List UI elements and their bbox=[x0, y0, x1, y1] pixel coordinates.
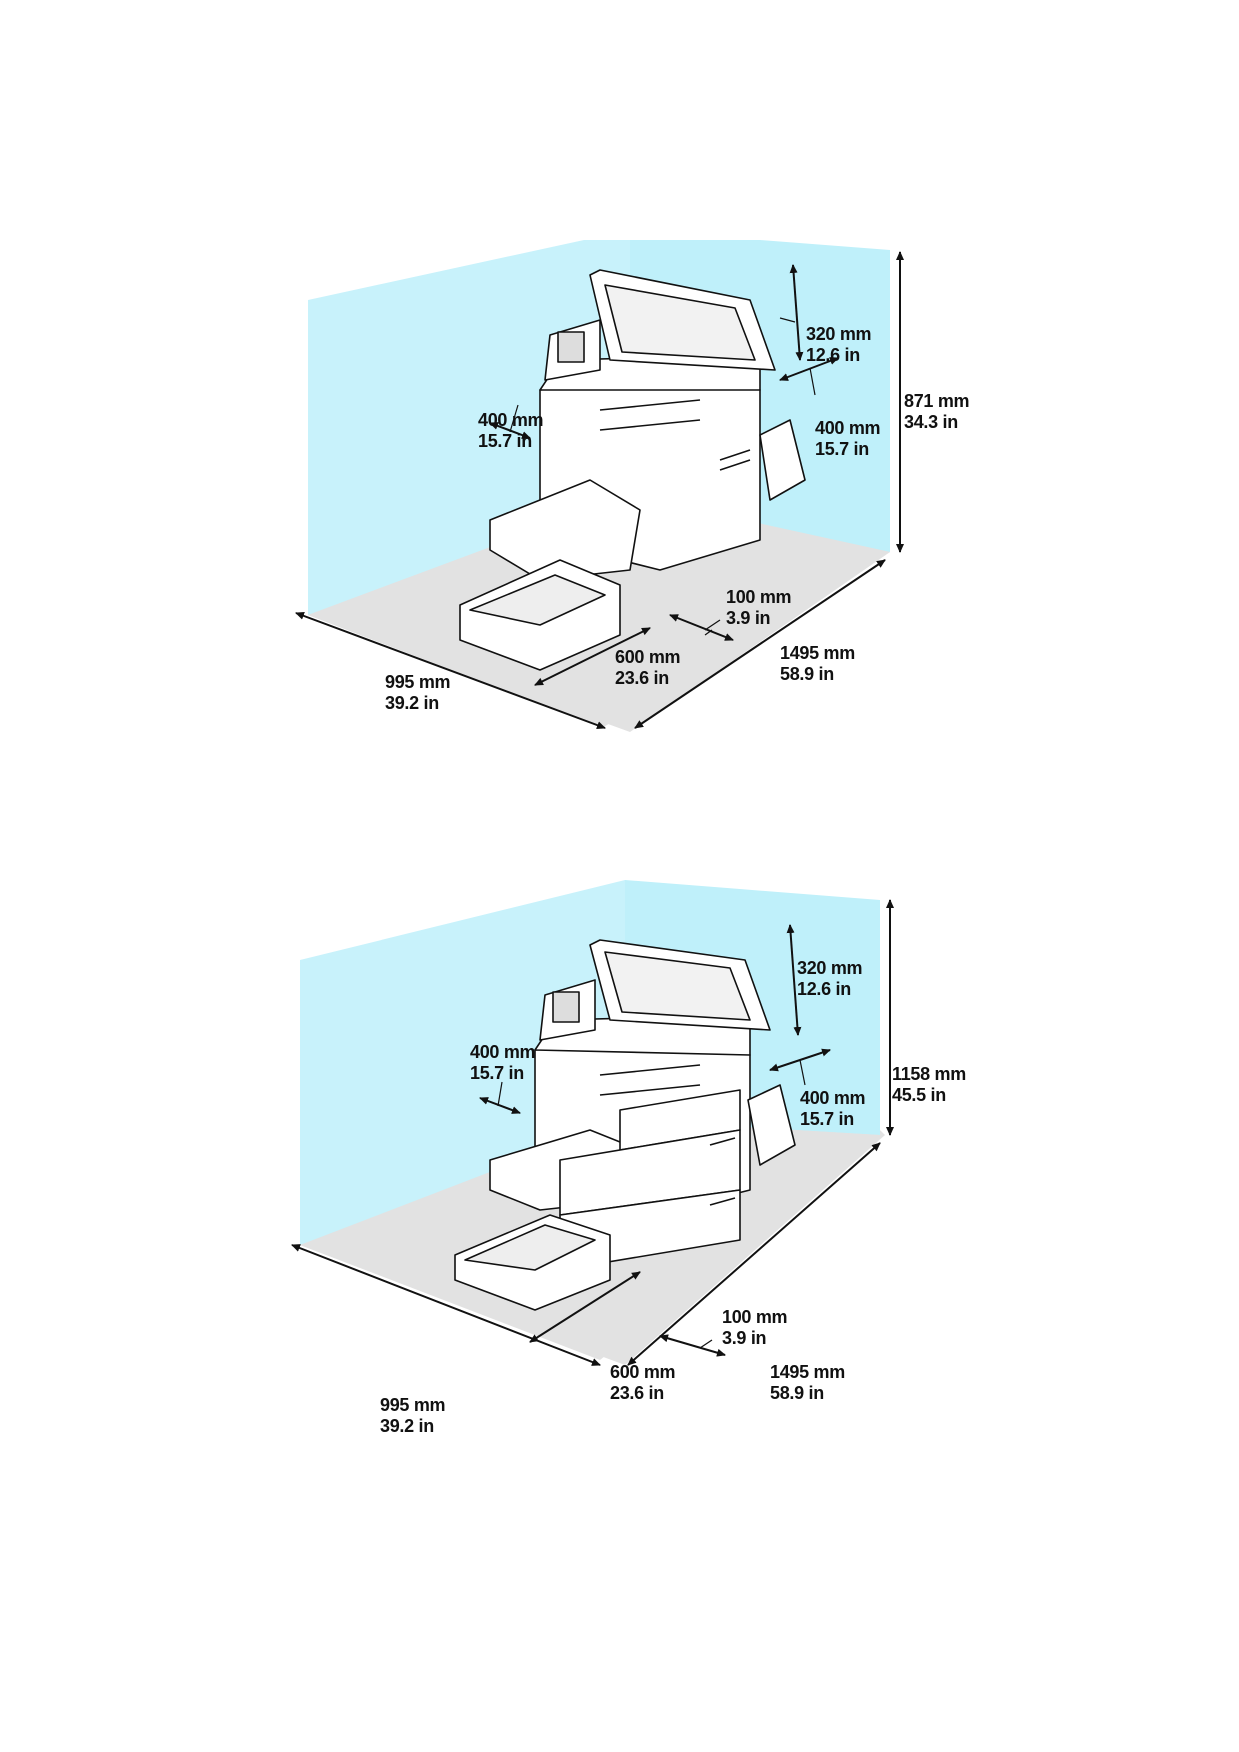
room-and-printer-drawing bbox=[295, 240, 904, 732]
width-label: 995 mm 39.2 in bbox=[380, 1395, 446, 1436]
depth-label: 1495 mm 58.9 in bbox=[770, 1362, 845, 1403]
total-height-label: 1158 mm 45.5 in bbox=[892, 1064, 966, 1105]
front-clearance-label: 600 mm 23.6 in bbox=[615, 647, 681, 688]
total-height-label: 871 mm 34.3 in bbox=[904, 391, 970, 432]
depth-label: 1495 mm 58.9 in bbox=[780, 643, 855, 684]
clearance-diagram-single-tray: 320 mm 12.6 in 871 mm 34.3 in 400 mm 15.… bbox=[0, 240, 1239, 760]
dimension-arrows bbox=[291, 899, 894, 1366]
left-clearance-label: 400 mm 15.7 in bbox=[470, 1042, 536, 1083]
scanner-clearance-label: 320 mm 12.6 in bbox=[797, 958, 863, 999]
clearance-diagram-with-tray-modules: 320 mm 12.6 in 1158 mm 45.5 in 400 mm 15… bbox=[0, 860, 1239, 1436]
left-clearance-label: 400 mm 15.7 in bbox=[478, 410, 544, 451]
width-label: 995 mm 39.2 in bbox=[385, 672, 451, 713]
rear-clearance-label: 100 mm 3.9 in bbox=[726, 587, 792, 628]
right-clearance-label: 400 mm 15.7 in bbox=[815, 418, 881, 459]
room-and-printer-drawing bbox=[291, 880, 894, 1366]
rear-clearance-label: 100 mm 3.9 in bbox=[722, 1307, 788, 1348]
front-clearance-label: 600 mm 23.6 in bbox=[610, 1362, 676, 1403]
right-clearance-label: 400 mm 15.7 in bbox=[800, 1088, 866, 1129]
scanner-clearance-label: 320 mm 12.6 in bbox=[806, 324, 872, 365]
